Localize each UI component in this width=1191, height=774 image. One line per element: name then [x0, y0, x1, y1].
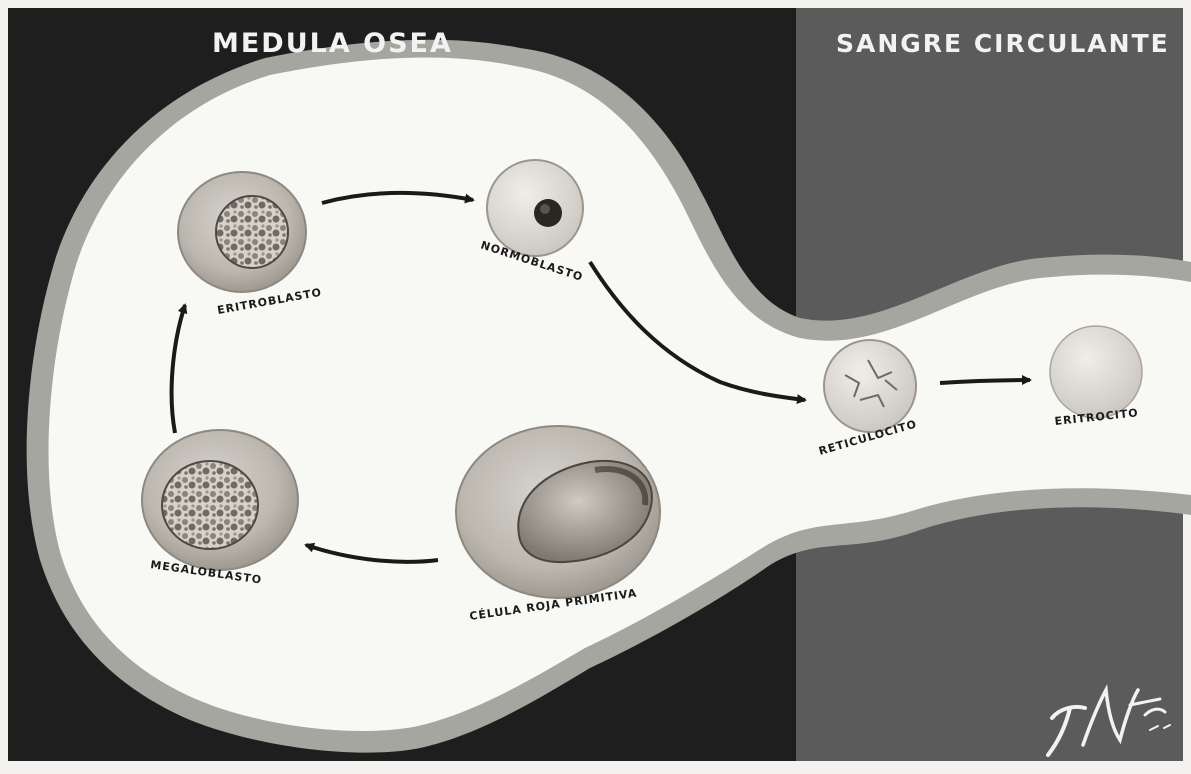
primitive-red-cell: [456, 426, 660, 598]
blood-title: SANGRE CIRCULANTE: [836, 29, 1170, 58]
erythroblast-cell: [178, 172, 306, 292]
erythrocyte-cell: [1050, 326, 1142, 418]
reticulocyte-cell: [824, 340, 916, 432]
marrow-title: MEDULA OSEA: [212, 28, 453, 59]
normoblast-cell: [487, 160, 583, 256]
megaloblast-cell: [142, 430, 298, 570]
